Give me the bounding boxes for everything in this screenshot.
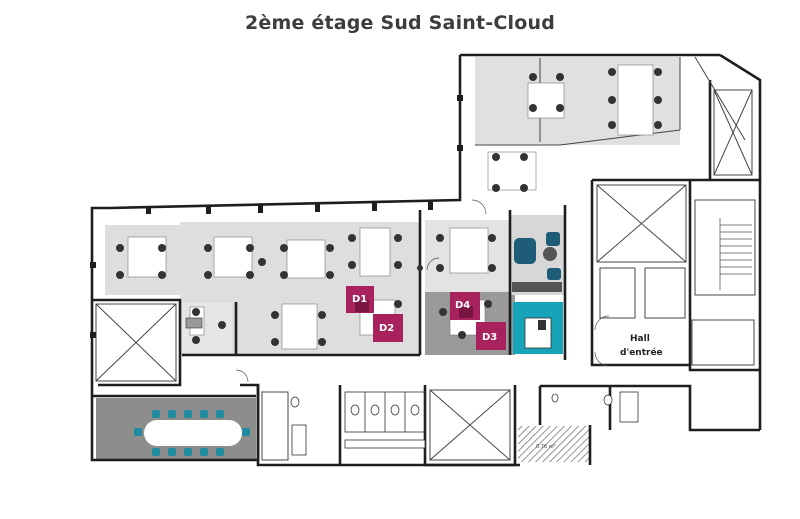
printer (185, 317, 203, 329)
doors (235, 199, 610, 383)
hall-label-line2: d'entrée (620, 347, 663, 358)
desk-label-d3: D3 (482, 332, 497, 343)
partitions (95, 56, 756, 461)
desk-label-d2: D2 (379, 323, 394, 334)
stairs (719, 218, 752, 290)
hall-label-line1: Hall (630, 334, 650, 344)
meeting-table (134, 410, 250, 456)
desk-d2-marker (373, 314, 403, 342)
lounge-furniture (512, 232, 562, 349)
hatched-floor (518, 426, 590, 462)
dimension-label: 0.76 m² (536, 444, 556, 450)
plan-title: 2ème étage Sud Saint-Cloud (244, 12, 556, 34)
desk-label-d4: D4 (455, 300, 470, 311)
desk-label-d1: D1 (352, 294, 367, 305)
desk-d3-marker (476, 322, 506, 350)
highlighted-desks (346, 286, 506, 350)
sanitaries (290, 391, 639, 456)
window-posts (90, 95, 463, 338)
